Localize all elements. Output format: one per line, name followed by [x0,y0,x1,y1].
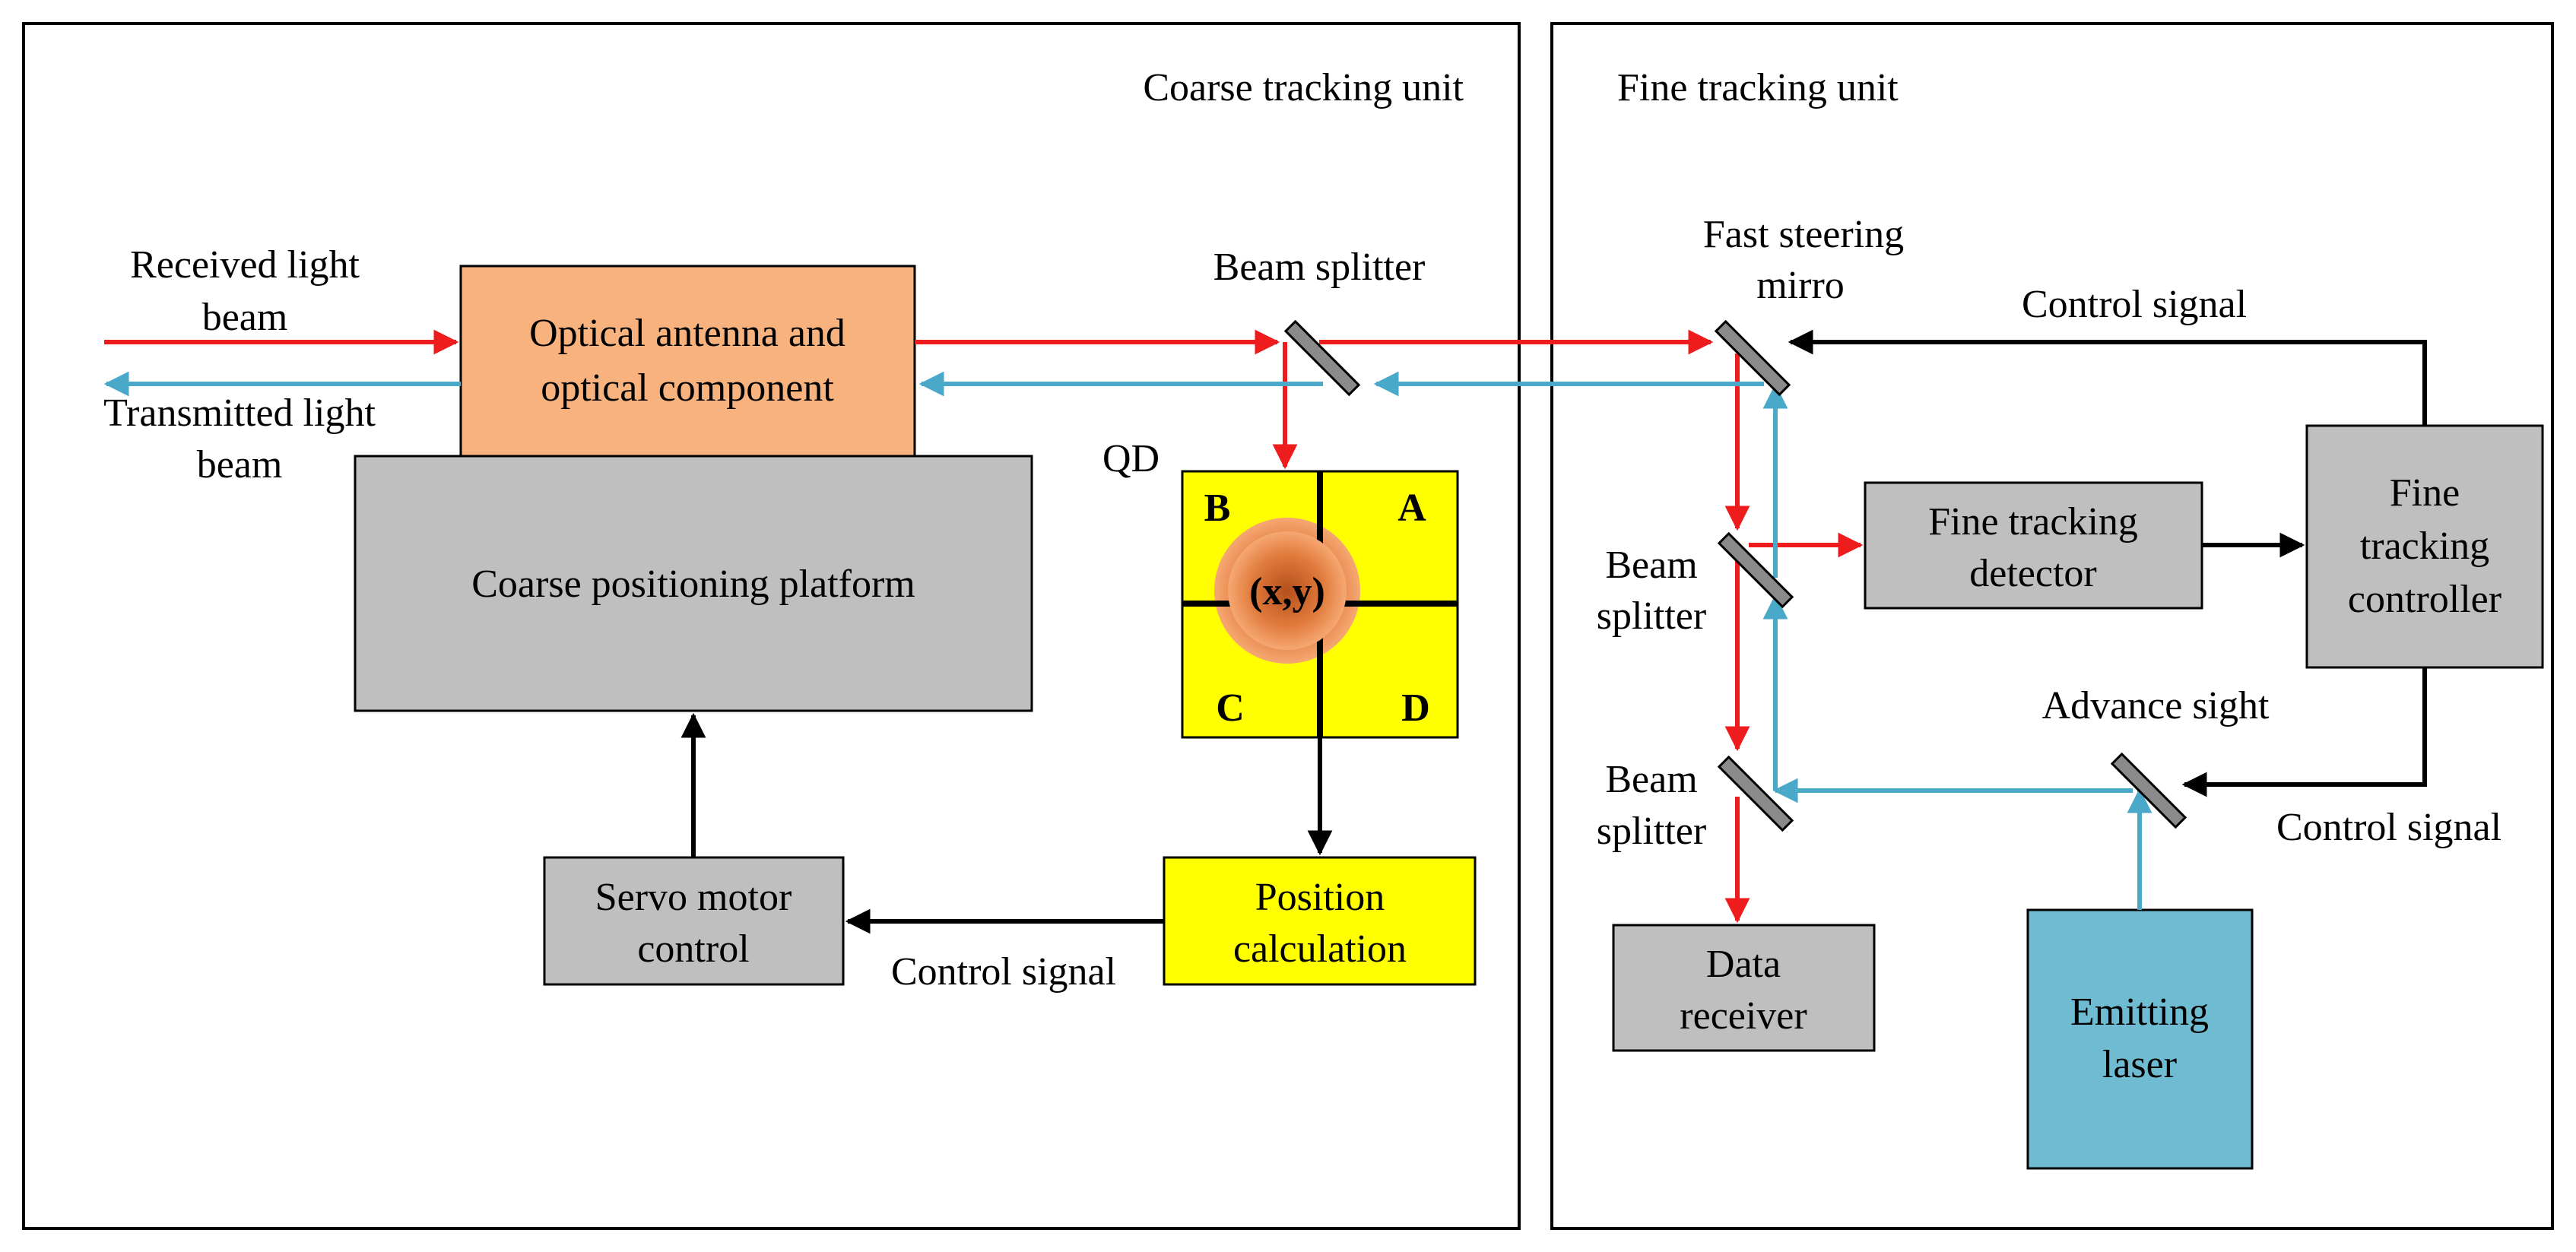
emitting-laser-block [2026,908,2254,1170]
servo-motor-control-block [543,856,845,986]
fine-control-signal-top-label: Control signal [2022,283,2247,326]
quadrant-detector: (x,y) B A C D [1181,470,1459,739]
fine-control-signal-bottom-label: Control signal [2276,806,2501,849]
fast-steering-mirror [1714,319,1791,397]
beam-splitter-low-label-line2: splitter [1597,810,1706,853]
qd-label: QD [1102,437,1160,480]
beam-splitter-low-mirror [1717,755,1794,832]
optical-antenna-label-line2: optical component [541,366,834,410]
beam-splitter-mid-mirror [1717,531,1794,609]
fast-steering-mirror-label-line1: Fast steering [1703,213,1904,256]
coarse-tracking-unit-frame [22,22,1521,1230]
servo-motor-control-label-line2: control [637,927,749,971]
coarse-positioning-platform-label: Coarse positioning platform [471,563,915,606]
control-paths [680,329,2427,934]
qd-quadrant-b: B [1204,487,1231,530]
fine-tracking-controller-label-line3: controller [2348,578,2501,621]
fine-tracking-controller-label-line1: Fine [2390,471,2460,515]
fine-tracking-detector-label-line2: detector [1969,552,2096,595]
qd-quadrant-d: D [1401,686,1430,730]
transmitted-beam-label-line1: Transmitted light [103,391,376,435]
transmitted-beam-label-line2: beam [197,443,283,487]
fine-tracking-detector-label-line1: Fine tracking [1928,500,2138,544]
qd-spot-center-backdrop [1228,531,1347,650]
received-beam-path [104,329,1864,924]
data-receiver-label-line2: receiver [1680,994,1807,1038]
emitting-laser-label-line1: Emitting [2070,991,2209,1034]
position-calculation-block [1163,856,1477,986]
fine-tracking-unit-title: Fine tracking unit [1617,66,1899,109]
beam-splitter-top-mirror [1283,319,1361,397]
beam-splitter-low-label-line1: Beam [1605,758,1697,801]
qd-quadrant-c: C [1216,686,1245,730]
received-beam-label-line1: Received light [130,243,360,287]
coarse-control-signal-label: Control signal [891,950,1116,994]
received-beam-label-line2: beam [202,296,288,339]
transmitted-beam-path [103,371,2152,910]
qd-quadrant-a: A [1397,487,1426,530]
position-calculation-label-line1: Position [1255,876,1385,919]
data-receiver-label-line1: Data [1706,943,1781,986]
controller-to-fsm-arrow [1788,329,2427,426]
fast-steering-mirror-label-line2: mirro [1756,264,1845,307]
advance-sight-mirror [2110,752,2187,829]
beam-splitter-mid-label-line2: splitter [1597,594,1706,638]
position-calculation-label-line2: calculation [1233,927,1407,971]
optical-antenna-label-line1: Optical antenna and [529,312,845,355]
servo-motor-control-label-line1: Servo motor [595,876,792,919]
optical-antenna-block [459,265,916,458]
advance-sight-label: Advance sight [2042,684,2270,727]
mirrors [1283,319,2187,832]
fine-tracking-controller-label-line2: tracking [2360,525,2489,568]
coarse-positioning-platform-block [354,455,1033,712]
qd-spot-label: (x,y) [1249,570,1325,613]
coarse-tracking-unit-title: Coarse tracking unit [1143,66,1464,109]
beam-splitter-top-label: Beam splitter [1213,246,1426,289]
emitting-laser-label-line2: laser [2102,1043,2177,1086]
beam-splitter-mid-label-line1: Beam [1605,544,1697,587]
fine-tracking-unit-frame [1550,22,2554,1230]
data-receiver-block [1612,924,1876,1052]
fine-tracking-controller-block [2305,424,2544,669]
controller-to-advance-sight-arrow [2181,667,2427,797]
